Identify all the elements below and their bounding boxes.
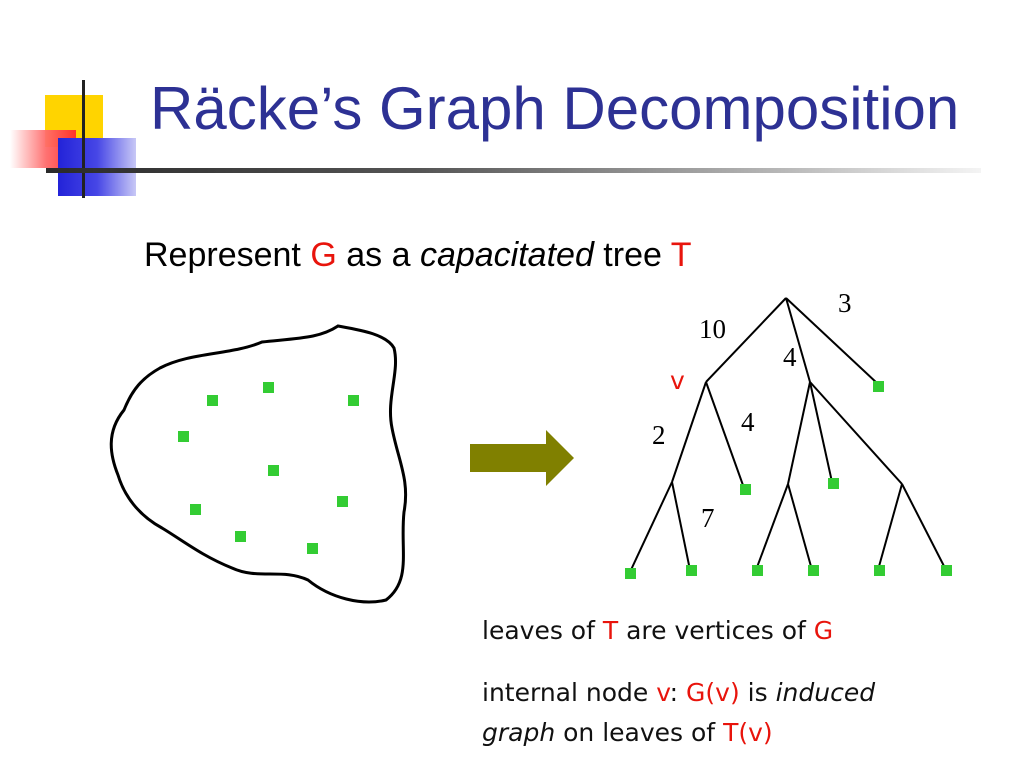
caption-emphasis: graph bbox=[482, 718, 556, 747]
tree-leaf bbox=[808, 565, 819, 576]
graph-vertex bbox=[307, 543, 318, 554]
node-label-v: v bbox=[670, 366, 685, 395]
edge-label-3: 3 bbox=[838, 288, 852, 318]
caption-text: are vertices of bbox=[618, 616, 814, 645]
subtitle-prefix: Represent bbox=[144, 236, 311, 274]
caption-text: leaves of bbox=[482, 616, 603, 645]
subtitle-emphasis: capacitated bbox=[419, 236, 594, 274]
edge-label-4-upper: 4 bbox=[783, 342, 797, 372]
caption-node-symbol: v bbox=[656, 678, 670, 707]
right-arrow-icon bbox=[470, 430, 574, 486]
edge-label-4-lower: 4 bbox=[741, 407, 755, 437]
graph-vertices bbox=[178, 382, 359, 554]
tree-leaf bbox=[740, 484, 751, 495]
graph-outline bbox=[109, 324, 408, 604]
graph-vertex bbox=[268, 465, 279, 476]
edge-label-7: 7 bbox=[701, 503, 715, 533]
tree-leaf bbox=[686, 565, 697, 576]
caption-text: internal node bbox=[482, 678, 657, 707]
tree-edge bbox=[809, 381, 833, 483]
tree-edge bbox=[755, 483, 789, 571]
slide-title: Räcke’s Graph Decomposition bbox=[150, 75, 960, 142]
tree-edge bbox=[787, 483, 813, 571]
tree-edge bbox=[877, 483, 903, 571]
subtitle-mid: as a bbox=[336, 236, 420, 274]
edge-label-10: 10 bbox=[699, 314, 726, 344]
graph-vertex bbox=[348, 395, 359, 406]
tree-leaf bbox=[752, 565, 763, 576]
tree-edge bbox=[705, 297, 787, 383]
subtitle-graph-symbol: G bbox=[310, 236, 337, 274]
tree-edge bbox=[787, 381, 811, 485]
tree-edge bbox=[671, 481, 691, 571]
slide-subtitle: Represent G as a capacitated tree T bbox=[144, 236, 692, 275]
title-underline bbox=[46, 168, 981, 173]
subtitle-mid2: tree bbox=[593, 236, 671, 274]
tree-edge bbox=[705, 381, 745, 489]
caption-line-1: leaves of T are vertices of G bbox=[482, 612, 833, 650]
tree-leaf bbox=[941, 565, 952, 576]
tree-leaf bbox=[625, 568, 636, 579]
caption-line-2: internal node v: G(v) is induced bbox=[482, 674, 875, 712]
caption-emphasis: induced bbox=[775, 678, 876, 707]
tree-leaves bbox=[625, 381, 952, 579]
graph-vertex bbox=[178, 431, 189, 442]
caption-text: is bbox=[739, 678, 776, 707]
caption-text: : bbox=[669, 678, 687, 707]
graph-vertex bbox=[207, 395, 218, 406]
edge-label-2: 2 bbox=[652, 420, 666, 450]
tree-edge bbox=[785, 297, 879, 385]
graph-vertex bbox=[190, 504, 201, 515]
caption-line-3: graph on leaves of T(v) bbox=[482, 714, 773, 752]
graph-vertex bbox=[337, 496, 348, 507]
tree-leaf bbox=[874, 565, 885, 576]
graph-vertex bbox=[263, 382, 274, 393]
tree-edge bbox=[629, 481, 673, 573]
deco-blue-block bbox=[58, 138, 136, 196]
tree-leaf bbox=[873, 381, 884, 392]
tree-edge bbox=[809, 381, 903, 485]
deco-vertical-line bbox=[82, 80, 85, 198]
caption-subgraph-symbol: G(v) bbox=[686, 678, 740, 707]
tree-edge bbox=[671, 381, 707, 483]
subtitle-tree-symbol: T bbox=[670, 236, 692, 274]
tree-edge bbox=[901, 483, 947, 571]
tree-leaf bbox=[828, 478, 839, 489]
graph-vertex bbox=[235, 531, 246, 542]
caption-tree-symbol: T bbox=[602, 616, 619, 645]
tree-edges bbox=[629, 297, 947, 573]
caption-graph-symbol: G bbox=[813, 616, 834, 645]
tree-edge bbox=[785, 297, 811, 383]
caption-text: on leaves of bbox=[555, 718, 724, 747]
caption-subtree-symbol: T(v) bbox=[723, 718, 773, 747]
